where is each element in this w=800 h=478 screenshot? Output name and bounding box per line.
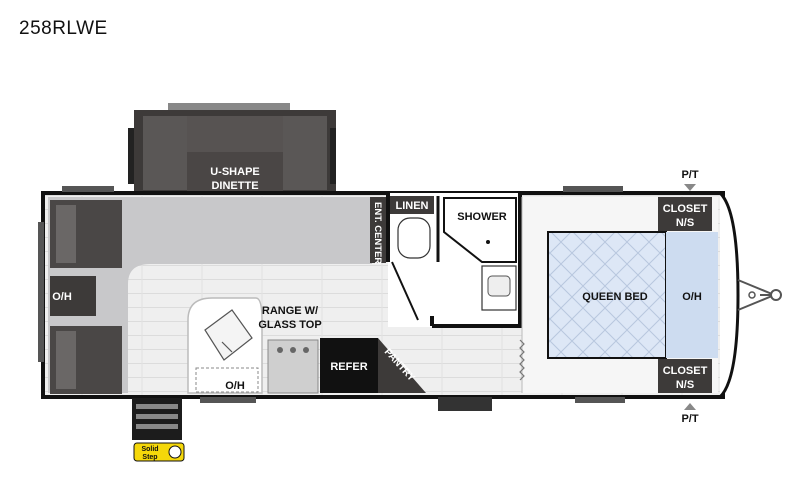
wheel (438, 397, 492, 411)
slideout-top-window (168, 103, 290, 110)
queen-bed (547, 231, 667, 359)
front-oh-label: O/H (682, 291, 702, 303)
window (38, 222, 44, 362)
pt-bottom-arrow (684, 403, 696, 410)
bath-door (391, 261, 419, 321)
toilet (397, 217, 431, 259)
hitch (737, 279, 782, 311)
counter-oh-outline (195, 367, 259, 393)
ent-center (370, 197, 386, 263)
kitchen-sink (204, 309, 253, 361)
dinette-label-2: DINETTE (211, 180, 258, 192)
range-label-2: GLASS TOP (258, 319, 321, 331)
dinette-label-1: U-SHAPE (210, 166, 260, 178)
accordion-door (519, 339, 525, 381)
slideout-left-window (128, 128, 134, 184)
window (62, 186, 114, 192)
rear-oh-label: O/H (52, 291, 72, 303)
solid-step-text-1: Solid (141, 446, 158, 453)
linen-label: LINEN (396, 200, 429, 212)
pt-top-label: P/T (681, 169, 698, 181)
window (575, 397, 625, 403)
window (563, 186, 623, 192)
closet-top-label-2: N/S (676, 217, 694, 229)
refrigerator (320, 338, 378, 393)
living-area-floor (48, 197, 372, 393)
linen-cabinet (390, 196, 434, 214)
bath-sink (487, 275, 511, 297)
closet-top-label-1: CLOSET (663, 203, 708, 215)
range-label-1: RANGE W/ (262, 305, 318, 317)
closet-top (658, 197, 712, 231)
rear-oh-cabinet (50, 276, 96, 316)
shower-label: SHOWER (457, 211, 507, 223)
pantry (378, 338, 426, 393)
shower (443, 197, 517, 263)
front-cap (718, 191, 740, 399)
pt-top-arrow (684, 184, 696, 191)
closet-bottom-label-1: CLOSET (663, 365, 708, 377)
entry-steps (132, 398, 182, 440)
model-title: 258RLWE (19, 18, 108, 39)
closet-bottom (658, 359, 712, 393)
slideout-right-window (330, 128, 336, 184)
pt-bottom-label: P/T (681, 413, 698, 425)
refer-label: REFER (330, 361, 367, 373)
solid-step-badge: Solid Step (133, 442, 185, 462)
counter-oh-label: O/H (225, 380, 245, 392)
window (200, 397, 256, 403)
front-oh-cabinet (666, 232, 718, 358)
ent-center-label: ENT. CENTER (372, 202, 383, 264)
queen-bed-label: QUEEN BED (582, 291, 647, 303)
solid-step-text-2: Step (142, 454, 157, 461)
slideout (128, 103, 336, 194)
closet-bottom-label-2: N/S (676, 379, 694, 391)
